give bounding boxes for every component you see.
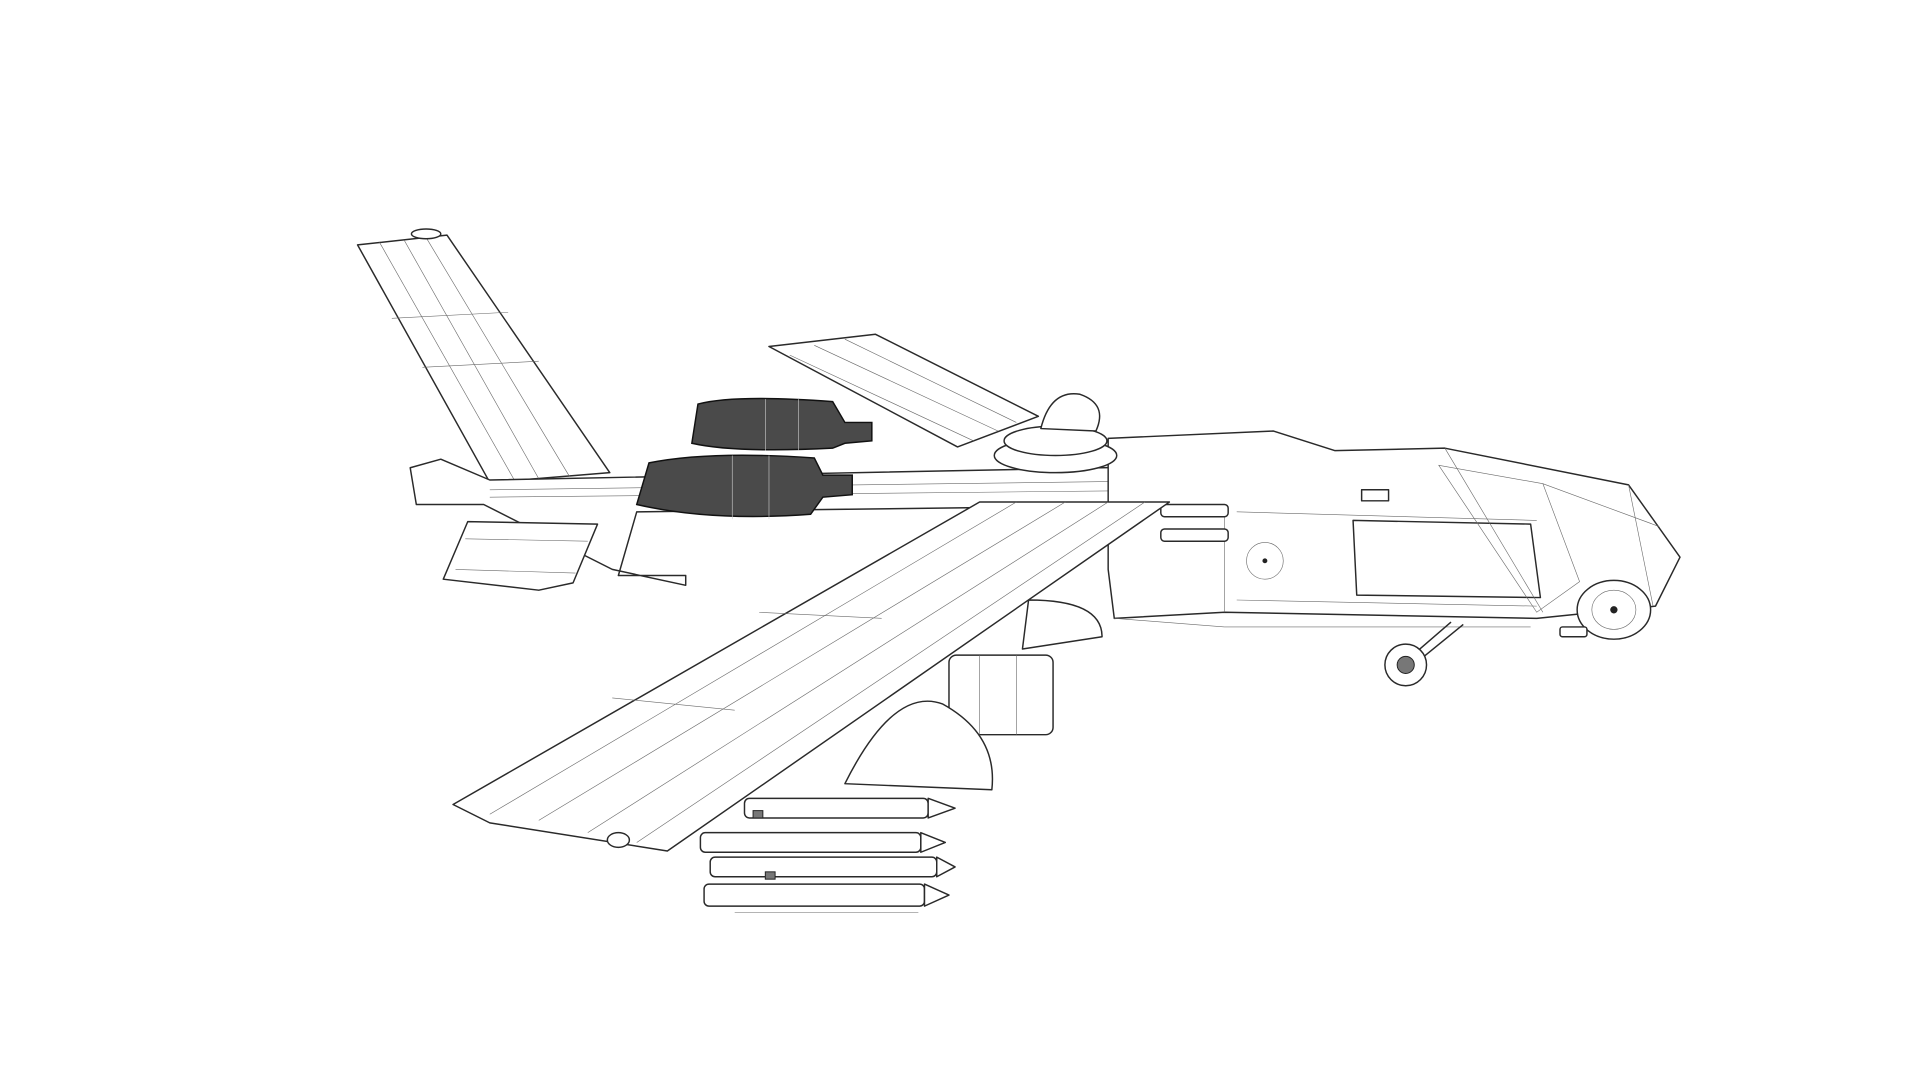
vertical-tail — [356, 228, 611, 484]
missile — [703, 883, 950, 907]
main-wing — [452, 501, 1171, 852]
missile — [699, 831, 947, 853]
ventral-stabilizer — [442, 520, 599, 591]
missile-rack — [699, 797, 956, 913]
engine-pod-lower — [635, 454, 853, 520]
tail-boom — [409, 458, 1232, 587]
fuselage — [1107, 430, 1681, 628]
nose-fan — [1559, 579, 1652, 640]
belly-nacelle — [844, 599, 1103, 791]
far-wing — [768, 333, 1040, 448]
missile — [709, 856, 956, 878]
landing-gear — [1384, 621, 1464, 687]
missile — [743, 797, 956, 819]
rotor-hub — [993, 393, 1118, 474]
engine-pod-upper — [691, 397, 873, 451]
gun-pods — [1160, 503, 1229, 542]
